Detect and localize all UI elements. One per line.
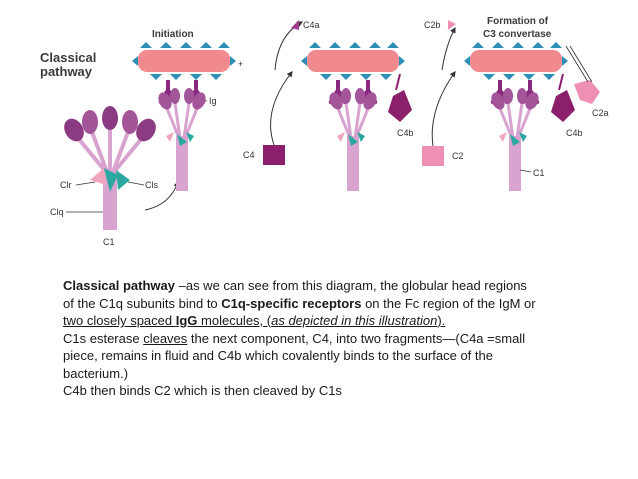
complement-classical-pathway-diagram: Classical pathway Initiation Formation o… bbox=[40, 16, 609, 247]
caption-term-classical-pathway: Classical pathway bbox=[63, 278, 175, 293]
label-c4b-mid: C4b bbox=[397, 128, 414, 138]
label-c1-left: C1 bbox=[103, 237, 115, 247]
c4b-bound-3 bbox=[551, 90, 575, 122]
plus-sign: + bbox=[238, 59, 243, 69]
initiation-heading: Initiation bbox=[152, 29, 194, 40]
c1-complex-2 bbox=[325, 86, 381, 193]
caption-line-6: bacterium.) bbox=[63, 365, 129, 381]
c4b-bound-2 bbox=[388, 90, 412, 122]
arrow-c2-up bbox=[431, 71, 456, 147]
caption-line-7: C4b then binds C2 which is then cleaved … bbox=[63, 383, 342, 398]
caption-line4-b: the next component, C4, into two fragmen… bbox=[187, 330, 526, 346]
formation-heading-line2: C3 convertase bbox=[483, 29, 552, 40]
diagram-title-line2: pathway bbox=[40, 64, 93, 79]
caption-line4-a: C1s esterase bbox=[63, 330, 144, 346]
caption-line-1: Classical pathway –as we can see from th… bbox=[63, 277, 583, 295]
formation-heading-line1: Formation of bbox=[487, 16, 549, 27]
caption-term-igg: IgG bbox=[175, 313, 198, 328]
caption-line3-u2: molecules, ( bbox=[197, 313, 272, 328]
label-c2a: C2a bbox=[592, 108, 609, 118]
label-clq: Clq bbox=[50, 207, 64, 217]
bacterium-surface-1 bbox=[132, 42, 236, 80]
label-clr: Clr bbox=[60, 180, 72, 190]
label-ig: Ig bbox=[209, 96, 217, 106]
arrow-c4-up bbox=[270, 71, 293, 146]
caption-line-5: piece, remains in fluid and C4b which co… bbox=[63, 348, 493, 363]
caption-line2-a: of the C1q subunits bind to bbox=[63, 295, 222, 311]
label-c2b: C2b bbox=[424, 20, 441, 30]
c1-complex-left bbox=[64, 106, 156, 230]
caption-line-2: of the C1q subunits bind to C1q-specific… bbox=[63, 295, 583, 313]
caption-line3-italic: as depicted in this illustration bbox=[271, 313, 438, 328]
label-c1-right: C1 bbox=[533, 168, 545, 178]
caption-line-4: C1s esterase cleaves the next component,… bbox=[63, 330, 583, 348]
arrow-to-c2b bbox=[441, 26, 456, 71]
caption-line3-u1: two closely spaced bbox=[63, 313, 176, 328]
diagram-title-line1: Classical bbox=[40, 50, 96, 65]
c4a-fragment bbox=[291, 20, 299, 30]
label-c4a: C4a bbox=[303, 20, 320, 30]
caption-text: Classical pathway –as we can see from th… bbox=[63, 277, 583, 400]
c1-complex-1 bbox=[154, 86, 210, 193]
label-cls: Cls bbox=[145, 180, 158, 190]
bacterium-surface-2 bbox=[301, 42, 405, 80]
label-c4: C4 bbox=[243, 150, 255, 160]
caption-term-c1q-receptors: C1q-specific receptors bbox=[221, 295, 362, 311]
c4-molecule bbox=[263, 145, 285, 165]
caption-line-3: two closely spaced IgG molecules, (as de… bbox=[63, 312, 583, 330]
caption-line3-u3: ). bbox=[437, 313, 446, 328]
c2a-bound bbox=[574, 80, 600, 104]
label-c2: C2 bbox=[452, 151, 464, 161]
caption-line1-rest: –as we can see from this diagram, the gl… bbox=[175, 278, 527, 293]
c2b-fragment bbox=[448, 20, 456, 30]
c2-molecule bbox=[422, 146, 444, 166]
label-c4b-right: C4b bbox=[566, 128, 583, 138]
bacterium-surface-3 bbox=[464, 42, 568, 80]
caption-term-cleaves: cleaves bbox=[143, 330, 188, 346]
caption-line2-b: on the Fc region of the IgM or bbox=[361, 295, 536, 311]
